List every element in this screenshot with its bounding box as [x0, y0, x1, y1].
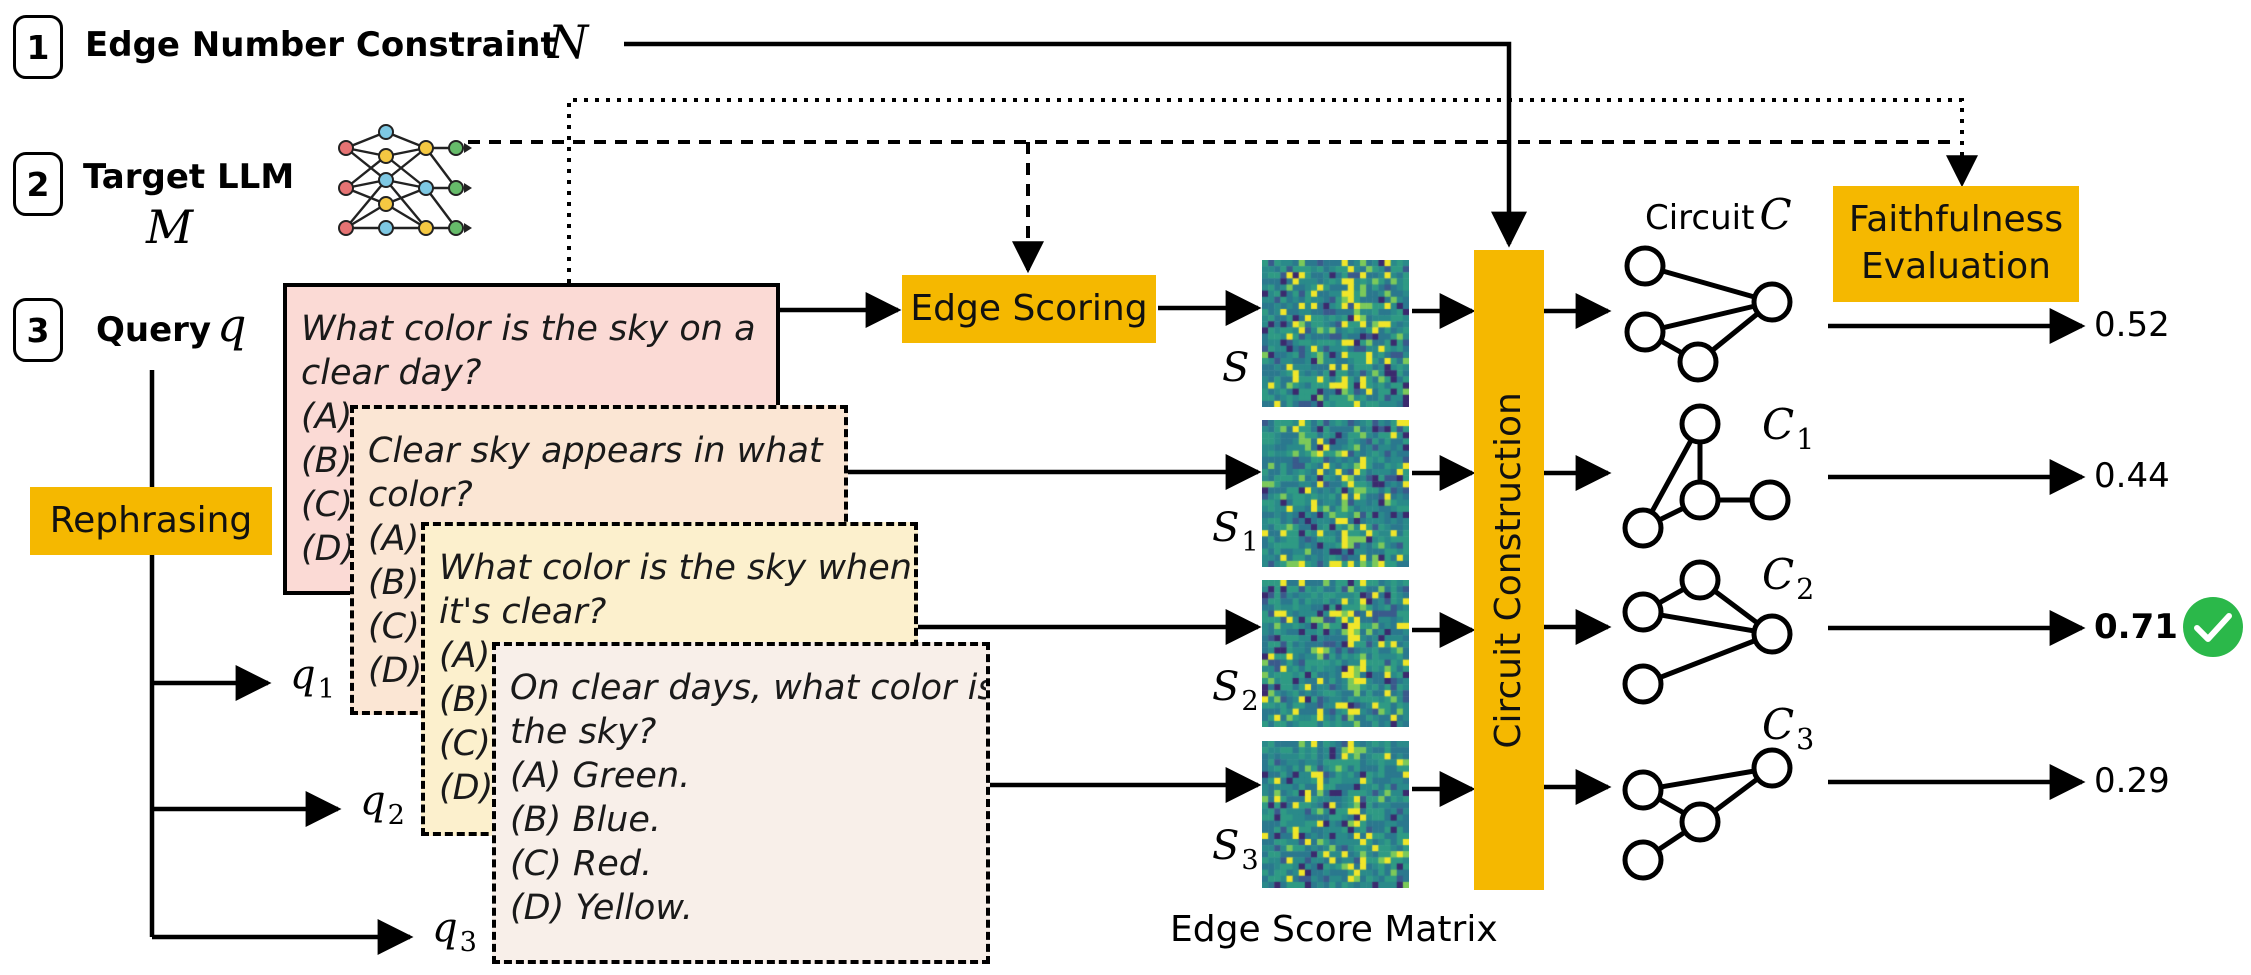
circuit-c3-subscript: 3	[1796, 721, 1815, 756]
q2-label: q2	[360, 778, 405, 831]
circuit-c1-label: C1	[1762, 400, 1814, 456]
edge-score-matrix-s	[1262, 260, 1409, 407]
query-card-0-question-line-2: clear day?	[301, 353, 482, 393]
step-2-badge: 2	[13, 152, 63, 216]
q3-label: q3	[432, 905, 477, 958]
step-3-badge: 3	[13, 298, 63, 362]
circuit-graph-c3	[1622, 747, 1793, 881]
circuit-c-var: C	[1759, 190, 1792, 239]
matrix-label-s1-subscript: 1	[1241, 526, 1259, 558]
query-card-2-question-line-2: it's clear?	[439, 592, 607, 632]
circuit-word: Circuit	[1645, 198, 1755, 238]
query-card-3-question-line-1: On clear days, what color is	[510, 668, 990, 708]
query-card-0-option-b: (B)	[301, 441, 353, 481]
circuit-c3-label: C3	[1762, 700, 1814, 756]
matrix-label-s1: S1	[1212, 505, 1259, 558]
query-card-3-question-line-2: the sky?	[510, 712, 657, 752]
step-1-symbol: N	[548, 15, 589, 69]
q1-name: q	[290, 652, 316, 698]
query-card-1-option-c: (C)	[368, 607, 420, 647]
query-card-0-option-d: (D)	[301, 529, 356, 569]
q1-label: q1	[290, 652, 335, 705]
faithfulness-score-c2-best: 0.71	[2094, 607, 2178, 647]
circuit-graph-c	[1624, 245, 1793, 383]
query-card-1-question-line-1: Clear sky appears in what	[368, 431, 823, 471]
circuit-graph-c1	[1622, 403, 1791, 549]
step-2-symbol: M	[146, 200, 194, 254]
query-card-1-option-d: (D)	[368, 651, 423, 691]
faithfulness-score-c: 0.52	[2094, 305, 2170, 345]
query-card-0-question-line-1: What color is the sky on a	[301, 309, 756, 349]
query-card-3-option-d: (D) Yellow.	[510, 888, 693, 928]
query-to-faithfulness-dotted-arrow	[567, 98, 1978, 283]
neural-network-icon	[338, 124, 472, 236]
faithfulness-label-line-2: Evaluation	[1861, 246, 2051, 287]
edge-score-matrix-s1	[1262, 420, 1409, 567]
faithfulness-score-c1: 0.44	[2094, 456, 2170, 496]
query-card-0-option-a: (A)	[301, 397, 353, 437]
circuit-c-label: Circuit C	[1645, 190, 1792, 239]
query-card-3-option-c: (C) Red.	[510, 844, 653, 884]
edge-constraint-arrow	[624, 41, 1527, 248]
edge-scoring-box: Edge Scoring	[902, 275, 1156, 343]
edge-score-matrix-s2	[1262, 580, 1409, 727]
step-1-number: 1	[26, 27, 50, 67]
edge-scoring-label: Edge Scoring	[910, 287, 1148, 329]
q3-subscript: 3	[459, 926, 477, 958]
query-card-3: On clear days, what color is the sky? (A…	[492, 642, 990, 964]
query-card-2-question-line-1: What color is the sky when	[439, 548, 912, 588]
rephrasing-box: Rephrasing	[30, 487, 272, 555]
query-card-2-option-a: (A)	[439, 636, 491, 676]
matrix-label-s3-name: S	[1212, 823, 1240, 869]
matrix-label-s2-name: S	[1212, 664, 1240, 710]
faithfulness-label-line-1: Faithfulness	[1848, 199, 2064, 241]
circuit-c2-label: C2	[1762, 550, 1814, 606]
matrix-label-s2: S2	[1212, 664, 1259, 717]
edge-score-matrix-caption: Edge Score Matrix	[1170, 909, 1498, 950]
q1-subscript: 1	[317, 673, 335, 705]
query-card-1-option-a: (A)	[368, 519, 420, 559]
step-2-number: 2	[26, 164, 50, 204]
circuit-c2-subscript: 2	[1796, 571, 1815, 606]
step-2-label: Target LLM	[83, 157, 295, 197]
matrix-label-s1-name: S	[1212, 505, 1240, 551]
circuit-c2-name: C	[1762, 550, 1795, 599]
q3-name: q	[432, 905, 458, 951]
query-card-1-option-b: (B)	[368, 563, 420, 603]
circuit-construction-label: Circuit Construction	[1487, 391, 1529, 749]
query-card-2-option-c: (C)	[439, 724, 491, 764]
circuit-graph-c2	[1622, 559, 1793, 705]
step-1-label: Edge Number Constraint	[85, 25, 557, 65]
matrix-label-s2-subscript: 2	[1241, 685, 1259, 717]
query-card-3-option-a: (A) Green.	[510, 756, 691, 796]
step-1-badge: 1	[13, 15, 63, 79]
edge-score-matrix-s3	[1262, 741, 1409, 888]
matrix-label-s: S	[1222, 345, 1249, 391]
matrix-label-s-name: S	[1222, 345, 1250, 391]
q2-name: q	[360, 778, 386, 824]
matrix-label-s3-subscript: 3	[1241, 844, 1259, 876]
check-circle-icon	[2183, 597, 2243, 657]
matrix-label-s3: S3	[1212, 823, 1259, 876]
circuit-c1-name: C	[1762, 400, 1795, 449]
query-card-3-option-b: (B) Blue.	[510, 800, 662, 840]
faithfulness-score-c3: 0.29	[2094, 761, 2170, 801]
circuit-c1-subscript: 1	[1796, 421, 1815, 456]
circuit-c3-name: C	[1762, 700, 1795, 749]
q2-subscript: 2	[387, 799, 405, 831]
step-3-symbol: q	[217, 298, 247, 352]
query-card-0-option-c: (C)	[301, 485, 353, 525]
circuit-construction-box: Circuit Construction	[1474, 250, 1544, 890]
step-3-number: 3	[26, 310, 50, 350]
faithfulness-evaluation-box: Faithfulness Evaluation	[1833, 186, 2079, 302]
query-card-2-option-d: (D)	[439, 768, 494, 808]
step-3-label: Query	[96, 310, 212, 350]
query-card-2-option-b: (B)	[439, 680, 491, 720]
rephrasing-label: Rephrasing	[49, 499, 253, 541]
query-card-1-question-line-2: color?	[368, 475, 473, 515]
